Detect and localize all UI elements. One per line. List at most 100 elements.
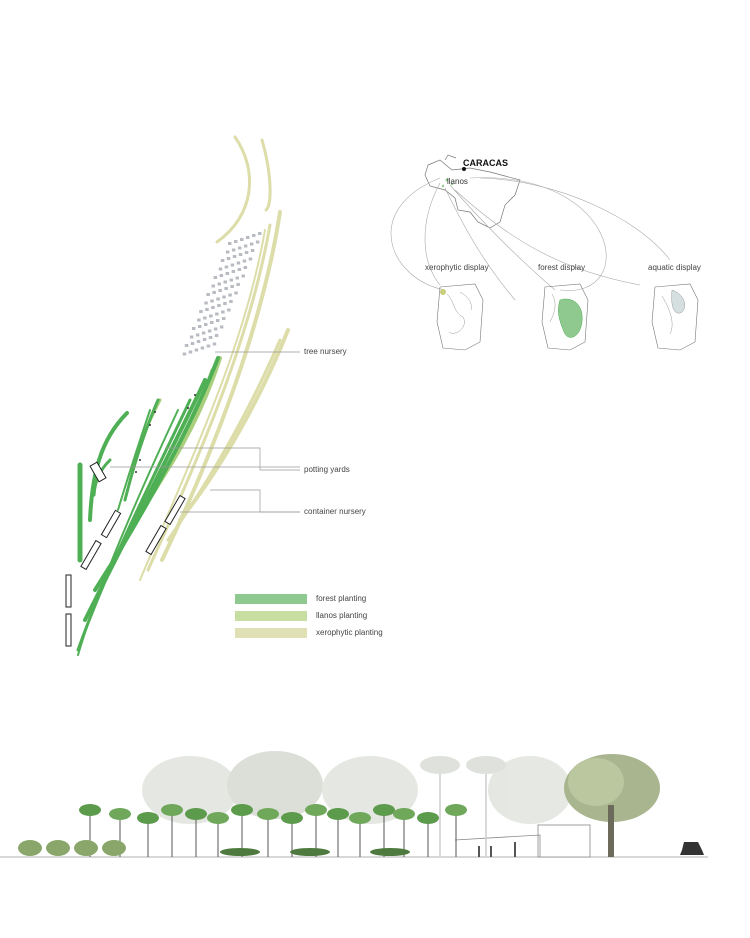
potting-yards-label: potting yards (304, 465, 350, 474)
nursery-bed (201, 331, 206, 335)
nursery-bed (182, 352, 187, 356)
nursery-bed (223, 280, 227, 284)
nursery-bed (229, 278, 233, 282)
nursery-bed (223, 302, 227, 305)
nursery-bed (258, 232, 262, 235)
path-markers (135, 394, 196, 473)
nursery-bed (243, 244, 248, 248)
nursery-bed (248, 257, 253, 261)
nursery-bed (228, 293, 232, 297)
nursery-bed (227, 308, 231, 312)
nursery-bed (204, 323, 208, 326)
display-map-xerophytic (436, 283, 484, 351)
nursery-bed (225, 272, 230, 275)
nursery-bed (195, 333, 200, 337)
nursery-bed (212, 291, 216, 294)
nursery-bed (202, 338, 207, 341)
nursery-bed (222, 317, 226, 320)
tree-nursery-grid (182, 232, 262, 356)
nursery-bed (238, 253, 243, 256)
nursery-bed (219, 274, 224, 277)
llanos-hatch (441, 178, 454, 188)
palm-tree (417, 812, 439, 857)
nursery-bed (241, 274, 245, 278)
nursery-bed (203, 316, 207, 320)
palm-tree (349, 812, 371, 857)
nursery-bed (184, 344, 189, 347)
nursery-bed (212, 342, 217, 346)
nursery-bed (244, 251, 249, 254)
nursery-bed (230, 263, 235, 267)
nursery-bed (217, 304, 221, 307)
container-blocks (65, 461, 186, 647)
nursery-bed (229, 300, 233, 303)
nursery-bed (236, 261, 241, 265)
nursery-bed (209, 314, 213, 318)
nursery-bed (225, 250, 230, 254)
nursery-bed (206, 293, 210, 296)
nursery-bed (226, 257, 231, 260)
nursery-bed (190, 342, 195, 345)
forest-display-label: forest display (538, 263, 586, 272)
faded-palm (466, 756, 506, 857)
nursery-bed (198, 325, 202, 328)
palm-tree (185, 808, 207, 857)
nursery-bed (237, 268, 242, 271)
palm-tree (327, 808, 349, 857)
nursery-bed (234, 291, 238, 295)
nursery-bed (221, 310, 225, 314)
nursery-bed (232, 255, 237, 258)
llanos-label: llanos (447, 177, 468, 186)
aquatic-display-label: aquatic display (648, 263, 701, 272)
nursery-bed (231, 270, 236, 273)
nursery-bed (224, 265, 229, 269)
nursery-bed (213, 327, 218, 331)
palm-tree (207, 812, 229, 857)
nursery-bed (208, 336, 213, 339)
nursery-bed (224, 287, 228, 290)
nursery-bed (205, 308, 209, 311)
nursery-bed (213, 276, 218, 279)
legend-label-llanos: llanos planting (316, 611, 368, 620)
nursery-bed (207, 329, 212, 333)
nursery-bed (211, 306, 215, 309)
nursery-bed (228, 242, 232, 245)
nursery-bed (196, 340, 201, 343)
legend-label-forest: forest planting (316, 594, 367, 603)
nursery-bed (252, 234, 256, 237)
nursery-bed (222, 295, 226, 299)
leader-lines (110, 351, 300, 513)
nursery-bed (211, 284, 215, 288)
nursery-bed (231, 248, 236, 252)
nursery-bed (236, 283, 240, 286)
nursery-bed (240, 238, 244, 241)
xerophytic-display-label: xerophytic display (425, 263, 489, 272)
nursery-bed (243, 266, 248, 269)
palm-tree (137, 812, 159, 857)
xerophytic-strips (139, 135, 290, 581)
nursery-bed (192, 327, 196, 330)
nursery-bed (250, 249, 255, 252)
nursery-bed (216, 297, 220, 301)
caracas-label: CARACAS (463, 158, 508, 168)
nursery-bed (197, 318, 201, 322)
nursery-bed (206, 344, 211, 348)
nursery-bed (246, 236, 250, 239)
display-map-aquatic (651, 283, 699, 351)
nursery-bed (199, 310, 203, 313)
legend-swatch-xerophytic (235, 628, 307, 638)
nursery-bed (242, 259, 247, 263)
nursery-bed (220, 259, 225, 262)
nursery-bed (200, 346, 205, 350)
nursery-bed (234, 240, 238, 243)
caracas-marker (462, 167, 466, 171)
palm-tree (161, 804, 183, 857)
tree-nursery-label: tree nursery (304, 347, 347, 356)
forest-strips (76, 356, 220, 656)
faded-palm (420, 756, 460, 857)
nursery-bed (210, 299, 214, 303)
nursery-bed (217, 282, 221, 286)
nursery-bed (218, 267, 223, 271)
container-nursery-label: container nursery (304, 507, 366, 516)
